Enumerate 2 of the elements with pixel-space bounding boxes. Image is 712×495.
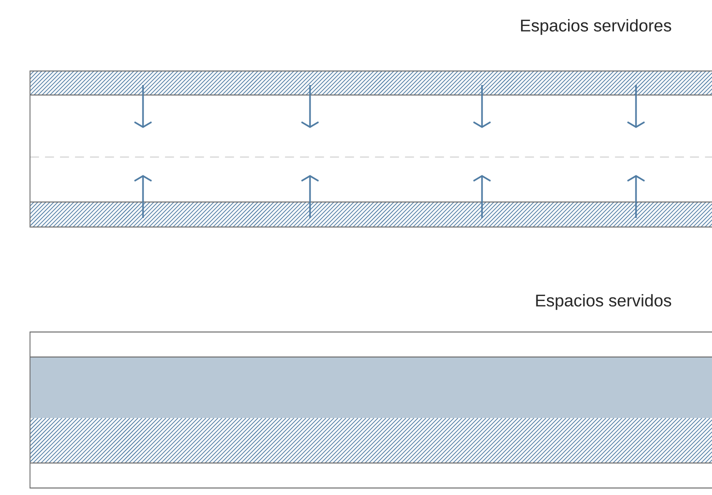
panel-heading: Espacios servidores [521, 19, 672, 35]
panel-heading: Espacios servidos [536, 294, 672, 310]
